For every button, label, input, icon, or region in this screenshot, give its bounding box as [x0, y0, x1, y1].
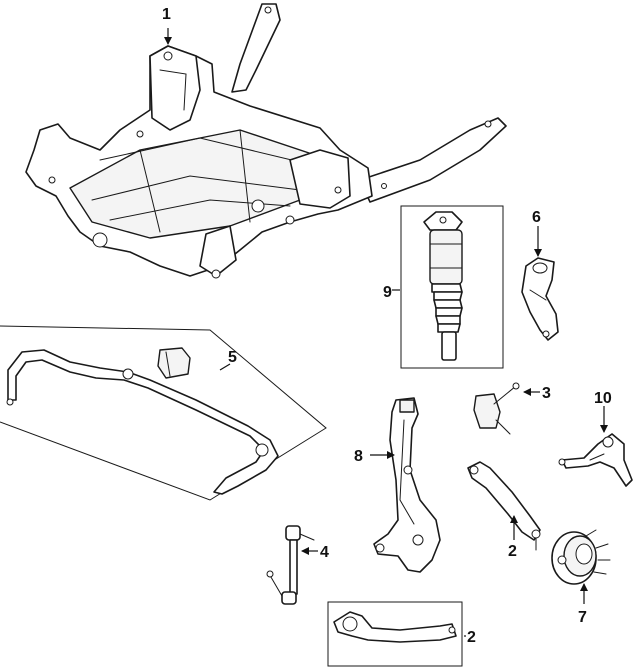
callout-5: 5	[228, 349, 237, 366]
lower-arm-box	[327, 601, 463, 667]
lower-control-arm-part	[333, 611, 457, 643]
strut-box	[400, 205, 504, 369]
lower-link-part	[467, 461, 541, 551]
knuckle-part	[373, 397, 441, 573]
callout-2-arm: 2	[467, 629, 476, 646]
callout-7: 7	[578, 609, 587, 626]
height-sensor-part	[473, 382, 520, 435]
callout-8: 8	[354, 448, 363, 465]
stabilizer-bar-part	[6, 347, 279, 495]
bracket-part	[521, 257, 559, 341]
stabilizer-link-part	[266, 525, 315, 605]
hub-bearing-part	[551, 529, 611, 585]
stabilizer-box	[0, 325, 327, 501]
callout-3: 3	[542, 385, 551, 402]
callout-4: 4	[320, 544, 329, 561]
callout-2-link: 2	[508, 543, 517, 560]
callout-9: 9	[383, 284, 392, 301]
subframe-part	[25, 3, 507, 279]
callout-10: 10	[594, 390, 612, 407]
callout-6: 6	[532, 209, 541, 226]
callout-1: 1	[162, 6, 171, 23]
strut-part	[423, 211, 463, 361]
upper-control-arm-part	[558, 433, 633, 487]
